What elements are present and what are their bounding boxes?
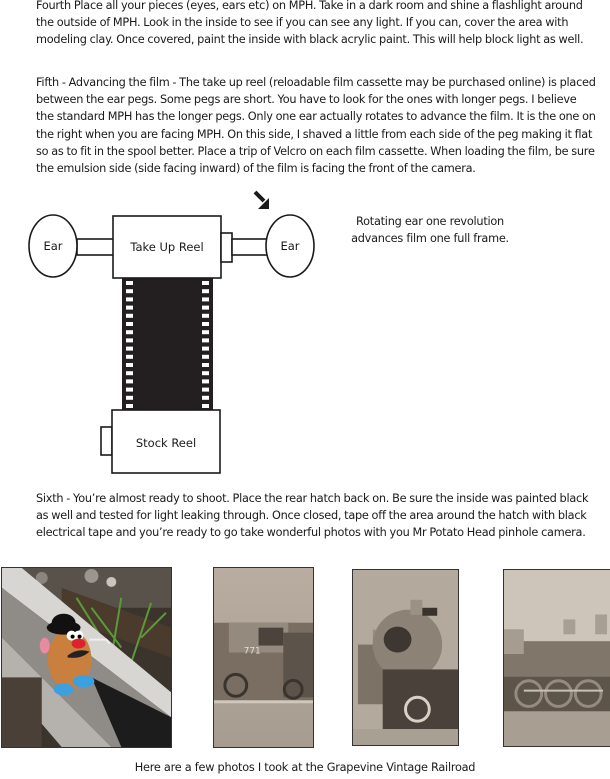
film-advance-diagram: Ear Take Up Reel Ear Stock Reel: [0, 185, 340, 480]
stock-reel: Stock Reel: [100, 409, 221, 474]
step-sixth-paragraph: Sixth - You’re almost ready to shoot. Pl…: [36, 492, 589, 540]
left-ear-label: Ear: [43, 239, 62, 253]
right-ear-label: Ear: [280, 239, 299, 253]
right-reel-tab: [220, 232, 233, 263]
photo-locomotive-front: [352, 569, 459, 746]
svg-text:771: 771: [244, 647, 261, 657]
diagram-note-line-2: advances film one full frame.: [351, 232, 509, 245]
step-fifth-paragraph: Fifth - Advancing the film - The take up…: [36, 76, 596, 176]
photo-locomotive-side-wheels: [503, 569, 610, 747]
arrow-down-right-icon: [253, 190, 269, 209]
diagram-note: Rotating ear one revolution advances fil…: [330, 213, 530, 247]
take-up-reel-label: Take Up Reel: [129, 240, 203, 254]
photos-caption: Here are a few photos I took at the Grap…: [134, 761, 476, 774]
diagram-note-line-1: Rotating ear one revolution: [356, 215, 504, 228]
film-strip: [122, 277, 213, 411]
take-up-reel: Take Up Reel: [112, 215, 222, 279]
right-ear: Ear: [265, 214, 315, 278]
right-axle: [231, 238, 269, 256]
left-ear: Ear: [28, 214, 78, 278]
stock-reel-label: Stock Reel: [136, 436, 196, 450]
left-axle: [76, 238, 115, 256]
photo-locomotive-771-cab: 771: [213, 567, 314, 748]
step-fourth-paragraph: Fourth Place all your pieces (eyes, ears…: [36, 0, 584, 47]
photo-mr-potato-head-on-rail: [1, 567, 172, 748]
